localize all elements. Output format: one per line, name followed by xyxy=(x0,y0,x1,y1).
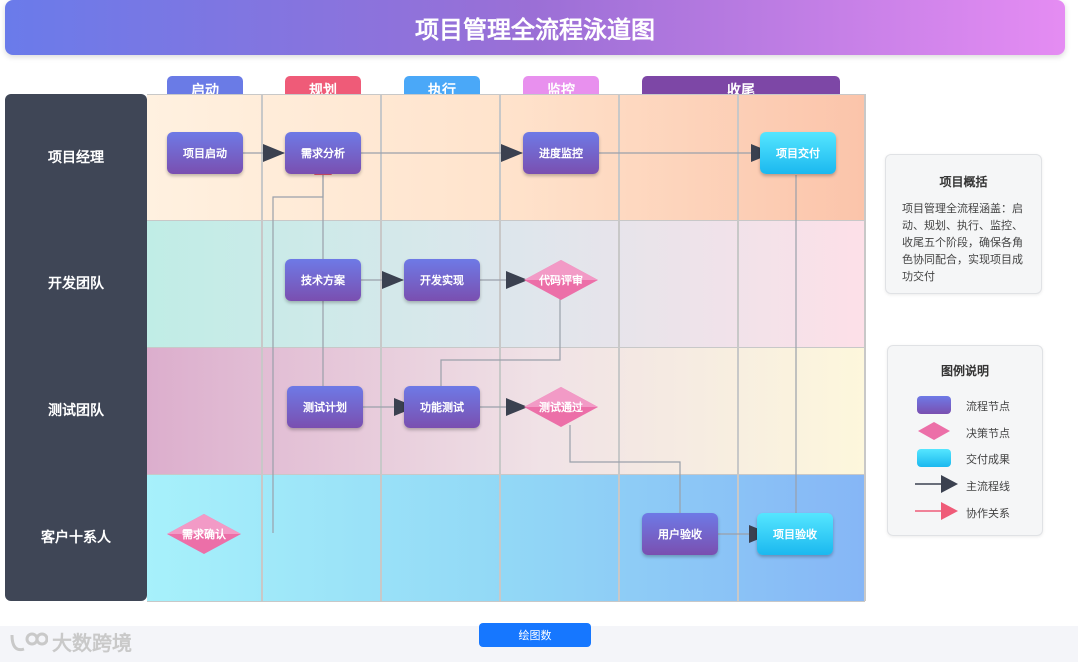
node-development[interactable]: 开发实现 xyxy=(404,259,480,301)
overview-title: 项目概括 xyxy=(939,175,988,189)
watermark: 大数跨境 xyxy=(8,627,132,656)
node-progress-monitor[interactable]: 进度监控 xyxy=(523,132,599,174)
decision-diamond-icon xyxy=(524,387,598,427)
role-test-team: 测试团队 xyxy=(48,403,104,419)
grid-line xyxy=(147,347,865,348)
node-test-pass[interactable]: 测试通过 xyxy=(523,386,599,428)
arrow-confirm-to-req xyxy=(272,161,332,533)
legend-process-swatch xyxy=(917,396,951,414)
draw-button[interactable]: 绘图数 xyxy=(479,623,591,647)
legend-label-process: 流程节点 xyxy=(966,400,1010,413)
legend-main-arrow-icon xyxy=(915,475,958,493)
node-label: 代码评审 xyxy=(539,274,583,287)
grid-line xyxy=(147,220,865,221)
legend-deliver-swatch xyxy=(917,449,951,467)
legend-title: 图例说明 xyxy=(940,364,989,378)
node-requirement-analysis[interactable]: 需求分析 xyxy=(285,132,361,174)
grid-line xyxy=(147,474,865,475)
grid-line xyxy=(864,94,866,601)
arrow-testpass-to-uat xyxy=(569,425,689,527)
legend-label-collab: 协作关系 xyxy=(966,507,1010,520)
decision-diamond-icon xyxy=(524,260,598,300)
page-title: 项目管理全流程泳道图 xyxy=(5,0,1065,55)
node-project-start[interactable]: 项目启动 xyxy=(167,132,243,174)
overview-panel: 项目概括 项目管理全流程涵盖：启动、规划、执行、监控、收尾五个阶段，确保各角色协… xyxy=(885,154,1042,294)
legend-panel: 图例说明 xyxy=(887,345,1043,536)
node-tech-plan[interactable]: 技术方案 xyxy=(285,259,361,301)
node-label: 需求确认 xyxy=(182,528,226,541)
grid-line xyxy=(147,94,865,95)
overview-text: 项目管理全流程涵盖：启动、规划、执行、监控、收尾五个阶段，确保各角色协同配合，实… xyxy=(902,202,1023,283)
node-code-review[interactable]: 代码评审 xyxy=(523,259,599,301)
legend-label-decision: 决策节点 xyxy=(966,427,1010,440)
node-user-acceptance[interactable]: 用户验收 xyxy=(642,513,718,555)
node-functional-test[interactable]: 功能测试 xyxy=(404,386,480,428)
role-project-manager: 项目经理 xyxy=(48,150,104,166)
grid-line xyxy=(147,601,865,602)
watermark-text: 大数跨境 xyxy=(52,631,132,655)
node-test-plan[interactable]: 测试计划 xyxy=(287,386,363,428)
main-flow-arrows xyxy=(243,144,773,543)
legend-collab-arrow-icon xyxy=(915,502,958,520)
role-column xyxy=(5,94,147,601)
node-project-delivery[interactable]: 项目交付 xyxy=(760,132,836,174)
role-dev-team: 开发团队 xyxy=(48,276,104,292)
legend-label-deliver: 交付成果 xyxy=(966,453,1010,466)
collab-arrows xyxy=(272,161,805,533)
arrow-review-to-functest xyxy=(432,297,561,400)
decision-diamond-icon xyxy=(167,514,241,554)
node-requirement-confirm[interactable]: 需求确认 xyxy=(166,513,242,555)
lane-client xyxy=(147,474,865,601)
legend-label-main-flow: 主流程线 xyxy=(966,480,1010,493)
watermark-logo-icon xyxy=(10,632,48,651)
node-label: 测试通过 xyxy=(539,401,583,414)
role-client: 客户十系人 xyxy=(41,530,111,546)
node-project-acceptance[interactable]: 项目验收 xyxy=(757,513,833,555)
legend-decision-icon xyxy=(918,422,950,440)
